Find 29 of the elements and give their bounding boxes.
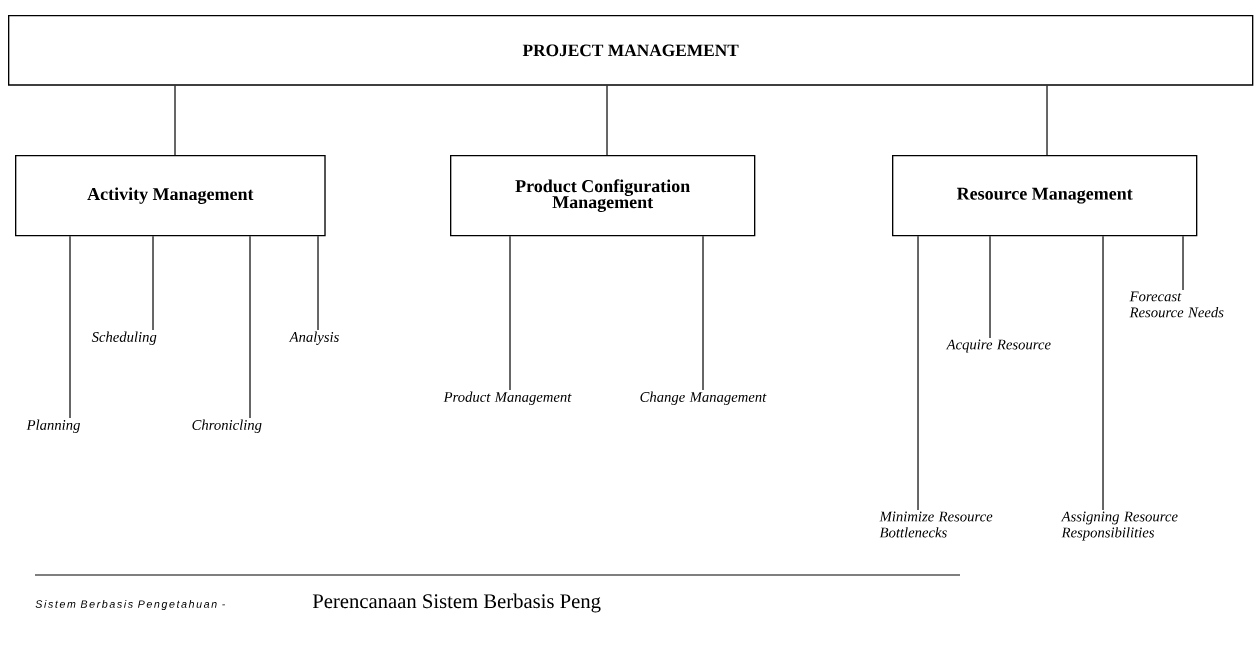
connector-line: [509, 235, 511, 391]
task-label: Analysis: [288, 331, 339, 345]
category-box: Activity Management: [15, 155, 326, 237]
connector-line: [1102, 235, 1104, 511]
task-label: Minimize Resource Bottlenecks: [879, 511, 993, 538]
connector-line: [317, 235, 319, 331]
footer-text: Sistem Berbasis Pengetahuan -: [35, 600, 225, 610]
connector-line: [917, 235, 919, 511]
connector-line: [1182, 235, 1184, 291]
task-label: Product Management: [443, 391, 572, 405]
connector-line: [989, 235, 991, 339]
connector-line: [174, 85, 176, 156]
category-box: Resource Management: [892, 155, 1198, 237]
title-box: PROJECT MANAGEMENT: [8, 15, 1254, 86]
connector-line: [249, 235, 251, 419]
category-box: Product Configuration Management: [450, 155, 756, 237]
task-label: Planning: [26, 419, 80, 433]
task-label: Scheduling: [91, 331, 157, 345]
task-label: Acquire Resource: [945, 339, 1051, 353]
footer-text: Perencanaan Sistem Berbasis Peng: [312, 593, 601, 613]
task-label: Forecast Resource Needs: [1129, 291, 1224, 318]
connector-line: [152, 235, 154, 331]
connector-line: [69, 235, 71, 419]
task-label: Assigning Resource Responsibilities: [1060, 511, 1178, 541]
task-label: Change Management: [640, 391, 767, 405]
connector-line: [1046, 85, 1048, 156]
connector-line: [606, 85, 608, 156]
connector-line: [702, 235, 704, 391]
task-label: Chronicling: [192, 419, 262, 433]
